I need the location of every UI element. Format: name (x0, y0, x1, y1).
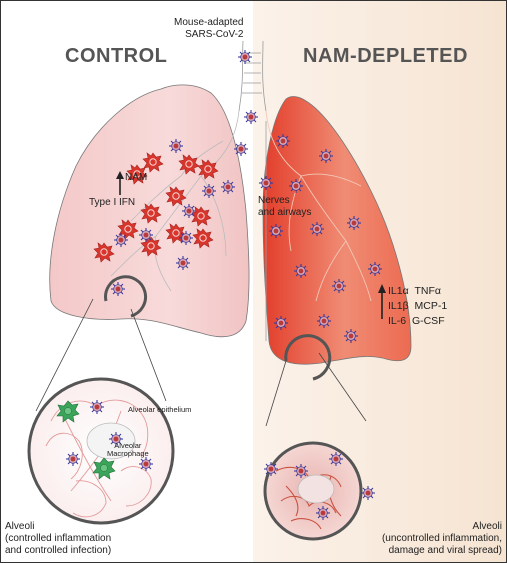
nam-label: NAM (125, 172, 148, 183)
virus-icon (110, 281, 126, 297)
cytokine-tnfa: TNFα (414, 285, 441, 297)
virus-icon (288, 178, 304, 194)
depleted-alveoli-caption: Alveoli (uncontrolled inflammation, dama… (382, 521, 502, 557)
up-arrow-icon (378, 284, 386, 293)
virus-icon (309, 221, 325, 237)
virus-icon (178, 230, 194, 246)
virus-icon (65, 451, 81, 467)
nerves-label-line2: and airways (258, 207, 312, 218)
cytokine-il1a: IL1α (388, 285, 409, 297)
virus-icon (258, 175, 274, 191)
depleted-airways (265, 110, 372, 302)
virus-icon (201, 183, 217, 199)
depleted-alveoli-title: Alveoli (472, 521, 502, 532)
virus-icon (268, 223, 284, 239)
virus-icon (343, 328, 359, 344)
cytokine-mcp1: MCP-1 (414, 300, 448, 312)
virus-label-line1: Mouse-adapted (174, 17, 244, 28)
virus-icon (243, 109, 259, 125)
control-title: CONTROL (65, 45, 168, 67)
virus-icon (138, 227, 154, 243)
depleted-alveoli-line1: (uncontrolled inflammation, (381, 533, 502, 544)
cytokine-il6: IL-6 (388, 315, 407, 327)
virus-icon (181, 203, 197, 219)
virus-icon (175, 255, 191, 271)
cytokine-row-2: IL1β MCP-1 (388, 299, 447, 314)
control-alveoli-line1: (controlled inflammation (5, 533, 112, 544)
virus-icon (367, 261, 383, 277)
virus-icon (220, 179, 236, 195)
virus-icon (263, 461, 279, 477)
cytokine-row-1: IL1α TNFα (388, 284, 447, 299)
virus-icon (89, 399, 105, 415)
virus-icon (113, 232, 129, 248)
virus-label: Mouse-adapted SARS-CoV-2 (174, 17, 244, 41)
cytokine-gcsf: G-CSF (411, 315, 445, 327)
depleted-lung (262, 96, 412, 365)
control-alveoli-title: Alveoli (5, 521, 35, 532)
virus-icon (331, 278, 347, 294)
depleted-alveoli-line2: damage and viral spread) (388, 545, 502, 556)
virus-icon (138, 456, 154, 472)
macrophage-label-line2: Macrophage (107, 449, 149, 458)
virus-label-line2: SARS-CoV-2 (185, 29, 244, 40)
virus-icon (318, 148, 334, 164)
alveolar-epithelium-label: Alveolar epithelium (128, 405, 192, 414)
zoom-markers (104, 275, 332, 381)
macrophage-label-line1: Alveolar (114, 441, 142, 450)
control-alveolar-mesh (45, 399, 152, 518)
trachea (238, 40, 267, 112)
up-arrow-icon (116, 171, 124, 179)
control-alveoli-line2: and controlled infection) (5, 545, 112, 556)
virus-icon (293, 263, 309, 279)
zoom-circle-icon (104, 275, 148, 318)
control-airways (110, 110, 240, 292)
virus-icon (293, 463, 309, 479)
virus-icon (328, 451, 344, 467)
virus-icon (168, 138, 184, 154)
cytokine-list: IL1α TNFα IL1β MCP-1 IL-6 G-CSF (388, 284, 447, 329)
virus-icon (273, 315, 289, 331)
arrows (116, 171, 386, 319)
virus-icon (315, 505, 331, 521)
virus-icon (237, 49, 253, 65)
cytokine-il1b: IL1β (388, 300, 409, 312)
virus-icon (316, 313, 332, 329)
virus-icon (275, 133, 291, 149)
depleted-title: NAM-DEPLETED (303, 45, 468, 67)
virus-icon (233, 141, 249, 157)
cytokine-row-3: IL-6 G-CSF (388, 314, 447, 329)
virus-icon (360, 485, 376, 501)
virus-icon (346, 215, 362, 231)
alveolar-macrophage-label: Alveolar Macrophage (107, 442, 149, 458)
nerves-label: Nerves and airways (258, 195, 311, 219)
ifn-label: Type I IFN (89, 197, 136, 208)
control-alveoli-caption: Alveoli (controlled inflammation and con… (5, 521, 111, 557)
zoom-lines (35, 298, 367, 427)
nerves-label-line1: Nerves (258, 195, 290, 206)
